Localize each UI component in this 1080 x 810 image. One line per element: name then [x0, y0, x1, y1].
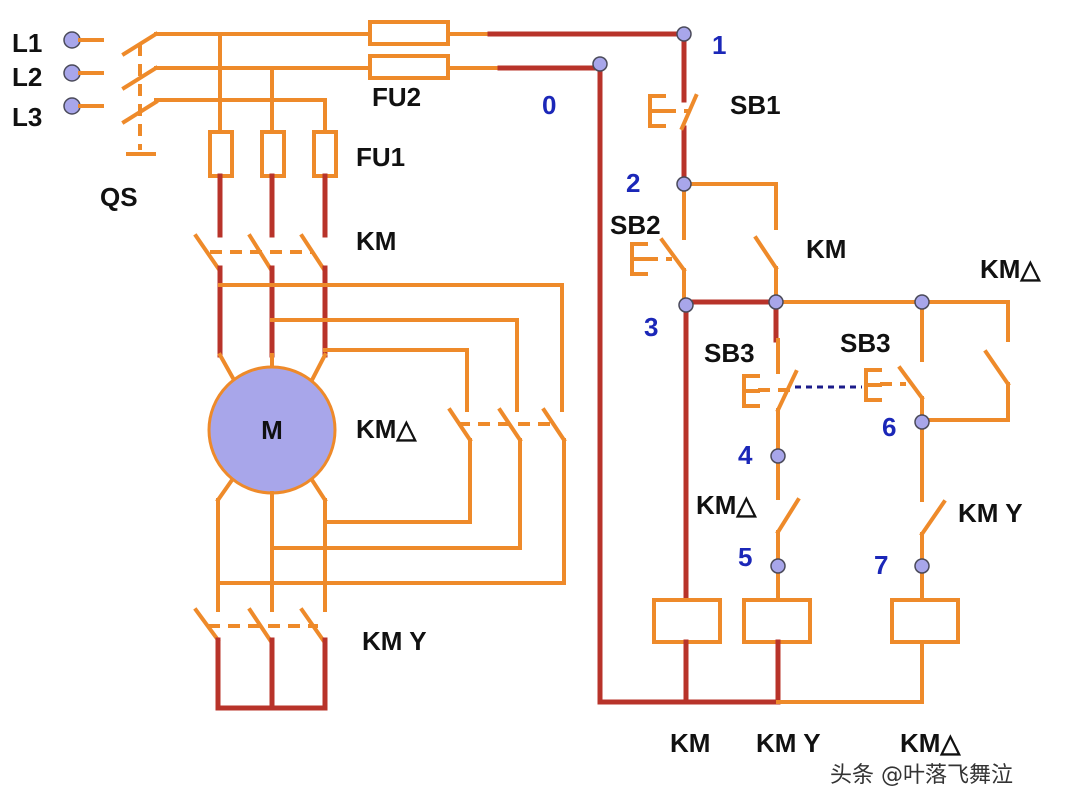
phase-droppers [218, 32, 327, 134]
coil-returns [683, 639, 924, 705]
qs-label: QS [100, 182, 138, 212]
sb2-label: SB2 [610, 210, 661, 240]
km-main-path [193, 173, 328, 358]
sb3-right-contact [864, 365, 925, 422]
l2-label: L2 [12, 62, 42, 92]
control-active-path [487, 31, 781, 705]
fu1-label: FU1 [356, 142, 405, 172]
sb2-start-button [630, 182, 687, 304]
km-seal-contact [682, 182, 779, 304]
coil-km-y-label: KM Y [756, 728, 821, 758]
watermark: 头条 @叶落飞舞泣 [830, 763, 1013, 788]
l3-label: L3 [12, 102, 42, 132]
motor: M [207, 365, 337, 495]
motor-leads-bottom [215, 477, 328, 577]
node-3-label: 3 [644, 312, 658, 342]
node-0-label: 0 [542, 90, 556, 120]
km-y-star-contactor [193, 573, 328, 711]
km-delta-interlock-label: KM△ [696, 490, 757, 520]
sb1-label: SB1 [730, 90, 781, 120]
node-1-label: 1 [712, 30, 726, 60]
node-4-label: 4 [738, 440, 753, 470]
right-branch-bus [774, 300, 1011, 422]
supply-terminals [63, 31, 104, 115]
km-aux-label: KM [806, 234, 846, 264]
motor-label: M [261, 415, 283, 445]
fu2-label: FU2 [372, 82, 421, 112]
node-7-label: 7 [874, 550, 888, 580]
km-delta-aux-label: KM△ [980, 254, 1041, 284]
node-5-label: 5 [738, 542, 752, 572]
coil-km-label: KM [670, 728, 710, 758]
sb3-right-label: SB3 [840, 328, 891, 358]
coils [652, 598, 960, 644]
km-y-interlock-label: KM Y [958, 498, 1023, 528]
fu1-fuses [208, 130, 338, 178]
node-terminals [592, 26, 930, 574]
coil-km-delta-label: KM△ [900, 728, 961, 758]
fu2-fuses [368, 20, 450, 80]
km-delta-interlock-contact [775, 454, 801, 602]
km-main-label: KM [356, 226, 396, 256]
node-2-label: 2 [626, 168, 640, 198]
node-6-label: 6 [882, 412, 896, 442]
km-y-main-label: KM Y [362, 626, 427, 656]
km-delta-main-label: KM△ [356, 414, 417, 444]
qs-switch [121, 31, 159, 156]
delta-wiring [216, 283, 567, 585]
l1-label: L1 [12, 28, 42, 58]
sb1-stop-button [648, 93, 699, 131]
sb3-left-label: SB3 [704, 338, 755, 368]
